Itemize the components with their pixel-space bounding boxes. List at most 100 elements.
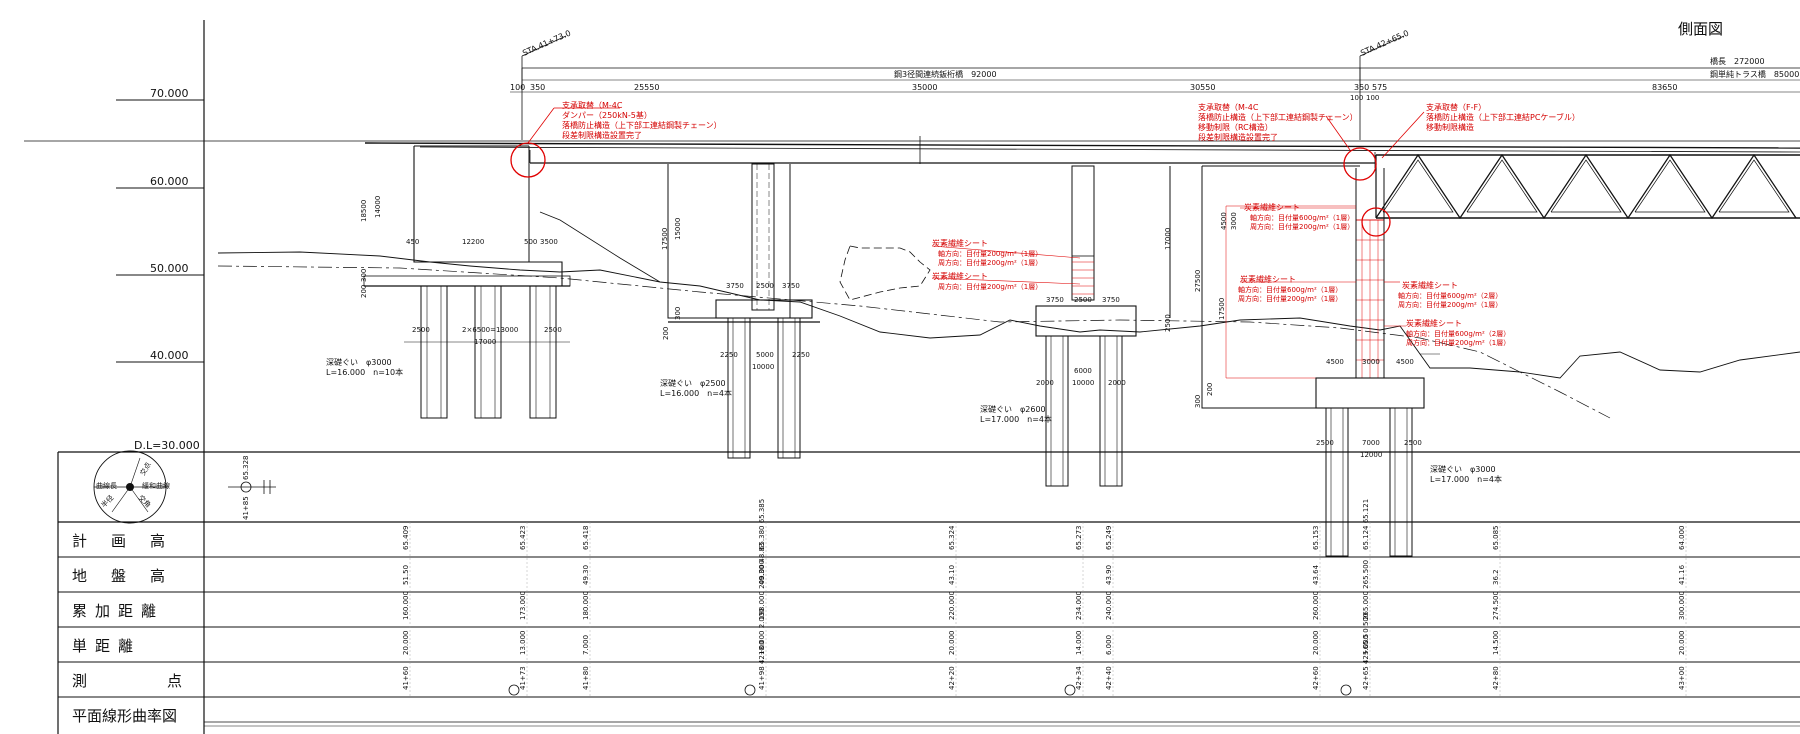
truss-span (1375, 153, 1800, 220)
profile-value-cum: 274.500 (1492, 591, 1500, 620)
dim-text: 4500 (1326, 358, 1344, 366)
annotation-text: 移動制限構造 (1426, 122, 1474, 132)
profile-value-plan: 65.085 (1492, 526, 1500, 551)
foundation-label: L=16.000 n=10本 (326, 367, 403, 377)
profile-value-plan: 65.423 (519, 526, 527, 551)
dim-text: 200 (1206, 383, 1214, 396)
profile-value-plan: 65.124 65.121 (1362, 499, 1370, 550)
marker-circle (1064, 684, 1076, 696)
profile-value-sta: 42+20 (948, 666, 956, 690)
profile-value-plan: 65.418 (582, 526, 590, 551)
foundation-label: 深礎ぐい φ3000 (326, 357, 392, 367)
annotation-text: 軸方向：目付量200g/m²（1層） (938, 249, 1042, 258)
row-label: 計画高 (72, 532, 189, 550)
profile-value-single: 14.000 (1075, 631, 1083, 656)
annotation-text: 落橋防止構造（上下部工連結鋼製チェーン） (1198, 112, 1358, 122)
dim-text: 2×6500=13000 (462, 326, 518, 334)
profile-value-plan: 65.273 (1075, 526, 1083, 551)
dim-text: 100 (510, 83, 525, 92)
design-line (217, 265, 1611, 419)
row-label: 累加距離 (72, 602, 164, 620)
curve-label: 交角 (137, 493, 153, 509)
foundation-label: 深礎ぐい φ2600 (980, 404, 1046, 414)
pier-p1: 17500 15000 3750 2500 3750 2250 5000 225… (660, 163, 820, 459)
dim-text: 7000 (1362, 439, 1380, 447)
profile-value-plan: 64.000 (1678, 526, 1686, 551)
dim-text: 2500 (756, 282, 774, 290)
annotation-text: 炭素繊維シート (1244, 202, 1300, 212)
red-annotation-truss: 支承取替（F-F） 落橋防止構造（上下部工連結PCケーブル） 移動制限構造 (1381, 102, 1580, 159)
profile-value-single: 6.000 (1105, 635, 1113, 655)
annotation-text: 軸方向：目付量600g/m²（2層） (1406, 329, 1510, 338)
profile-value-sta: 42+65 42+65.5 (1362, 634, 1370, 690)
profile-columns: 65.40951.50160.00020.00041+6065.423173.0… (402, 499, 1687, 697)
dim-text: 450 (406, 238, 419, 246)
dim-text: 30550 (1190, 83, 1215, 92)
annotation-text: 段差制限構造設置完了 (1198, 132, 1278, 142)
profile-value-sta: 42+34 (1075, 666, 1083, 690)
dim-text: 2500 (544, 326, 562, 334)
dim-text: 6000 (1074, 367, 1092, 375)
dim-text: 3750 (726, 282, 744, 290)
dim-text: 2500 (1404, 439, 1422, 447)
dim-text: 200 (662, 327, 670, 340)
marker-circle (508, 684, 520, 696)
profile-value-plan: 65.153 (1312, 526, 1320, 551)
profile-value-sta: 41+73 (519, 666, 527, 690)
dim-text: 100 (1366, 94, 1379, 102)
curve-label: 半径 (99, 493, 115, 509)
ground-line (217, 251, 1800, 379)
profile-value-ground: 43.90 (1105, 565, 1113, 585)
profile-value-cum: 260.000 (1312, 591, 1320, 620)
annotation-text: 周方向：目付量200g/m²（1層） (1406, 338, 1510, 347)
dim-text: 2500 (1074, 296, 1092, 304)
dim-text: 2250 (720, 351, 738, 359)
red-annotation-a1: 支承取替（M-4C ダンパー（250kN-5基） 落橋防止構造（上下部工連結鋼製… (527, 100, 722, 144)
row-label: 単距離 (72, 637, 141, 655)
profile-value-single: 7.000 (582, 635, 590, 655)
dim-text: 2250 (792, 351, 810, 359)
dim-text: 3750 (782, 282, 800, 290)
profile-value-ground: 49.30 48.83 (758, 543, 766, 585)
profile-value-single: 5.000 0.500 (1362, 613, 1370, 655)
profile-value-cum: 265.000 265.500 (1362, 560, 1370, 620)
elevation-label: 50.000 (150, 262, 189, 275)
dim-text: 575 (1372, 83, 1387, 92)
profile-value-cum: 198.000 200.000 (758, 560, 766, 620)
annotation-text: 炭素繊維シート (1240, 274, 1296, 284)
annotation-text: 周方向：目付量200g/m²（1層） (1398, 300, 1502, 309)
station-left: STA.41+73.0 (521, 28, 572, 57)
total-length: 橋長 272000 (1710, 56, 1765, 66)
profile-value-ground: 43.10 (948, 565, 956, 585)
annotation-text: 炭素繊維シート (932, 238, 988, 248)
dim-text: 17000 (474, 338, 496, 346)
profile-value-plan: 65.249 (1105, 526, 1113, 551)
girder-label: 鋼3径間連続鈑桁橋 92000 (894, 69, 997, 79)
profile-value-ground: 49.30 (582, 565, 590, 585)
profile-value-ground: 36.2 (1492, 569, 1500, 585)
elevation-label: 70.000 (150, 87, 189, 100)
curve-value: 65.328 (242, 456, 250, 481)
dim-text: 10000 (1072, 379, 1094, 387)
marker-circle (744, 684, 756, 696)
profile-value-single: 14.500 (1492, 631, 1500, 656)
dim-text: 300 (1194, 395, 1202, 408)
pier-p2: 3750 2500 3750 2000 6000 2000 10000 1700… (980, 165, 1172, 487)
annotation-text: ダンパー（250kN-5基） (562, 110, 652, 120)
station-right: STA.42+65.0 (1359, 28, 1410, 57)
red-annotation-frp-p3: 炭素繊維シート 軸方向：目付量600g/m²（1層） 周方向：目付量200g/m… (1238, 202, 1510, 347)
dim-text: 27500 (1194, 270, 1202, 292)
profile-value-sta: 42+40 (1105, 666, 1113, 690)
dim-text: 3500 (540, 238, 558, 246)
marker-circle (1340, 684, 1352, 696)
profile-value-ground: 41.16 (1678, 564, 1686, 585)
profile-value-single: 20.000 (1312, 631, 1320, 656)
foundation-label: 深礎ぐい φ2500 (660, 378, 726, 388)
dim-text: 3000 (1230, 212, 1238, 230)
dim-text: 300 (674, 307, 682, 320)
annotation-text: 移動制限（RC構造） (1198, 122, 1273, 132)
dim-text: 100 (1350, 94, 1363, 102)
annotation-text: 落橋防止構造（上下部工連結PCケーブル） (1426, 112, 1580, 122)
datum-level: D.L=30.000 (134, 439, 200, 452)
